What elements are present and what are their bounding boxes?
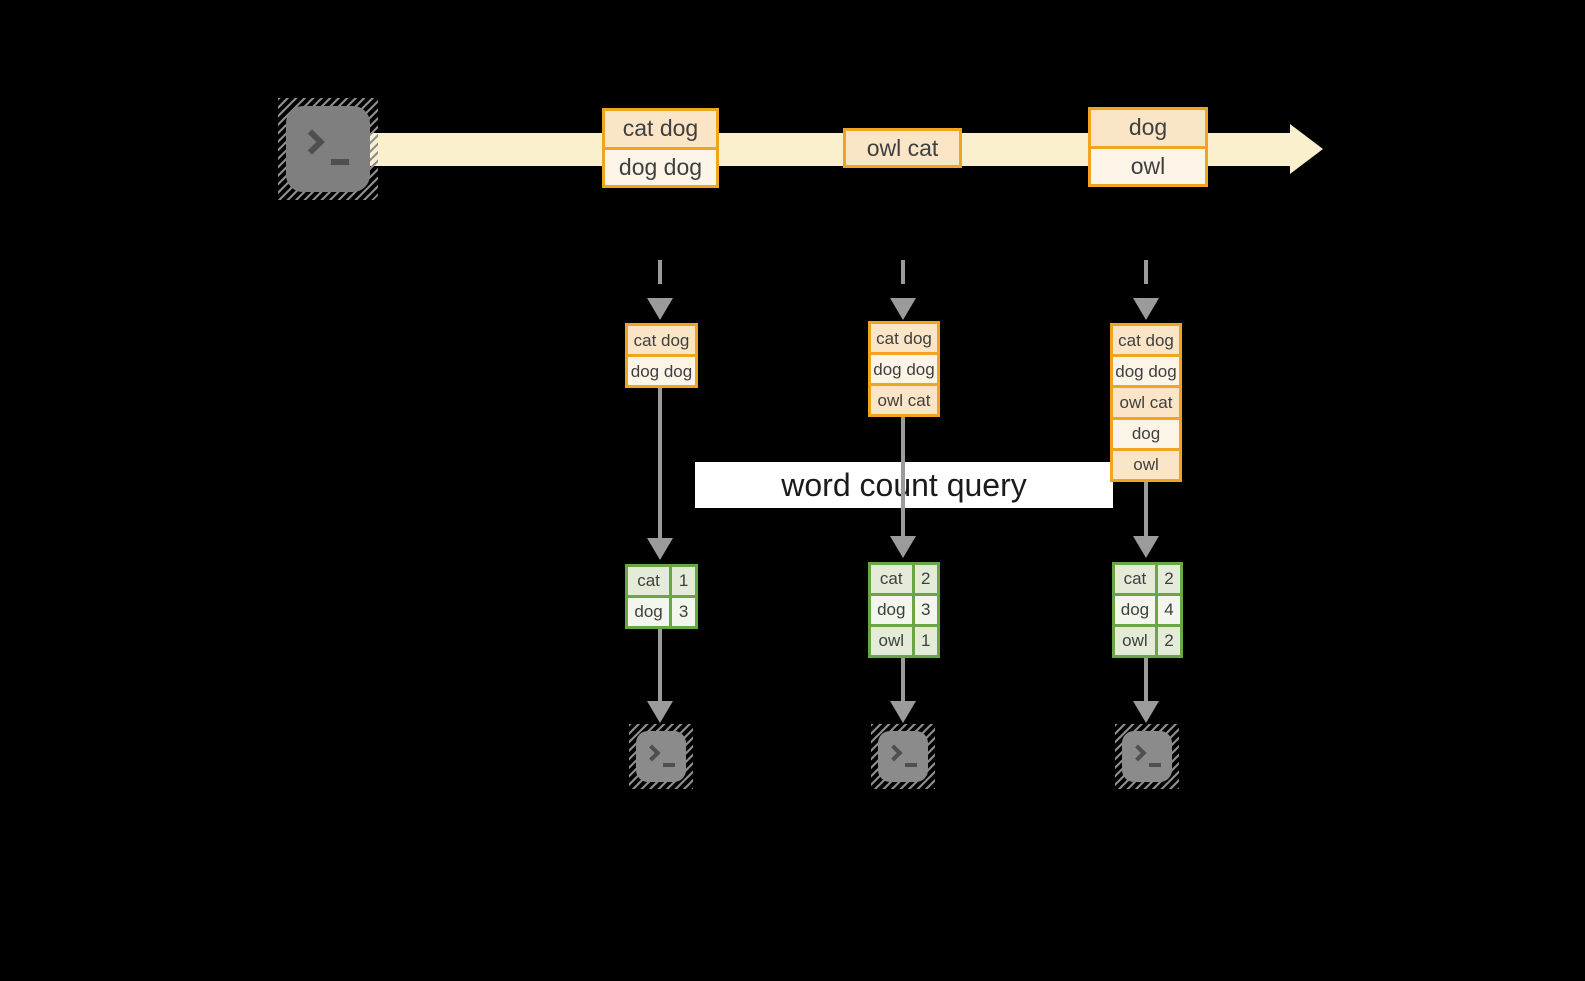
underscore-icon: [663, 763, 675, 767]
stream-event-box-2: owl cat: [843, 128, 962, 168]
down-arrow: [1144, 482, 1148, 536]
down-arrow-head-icon: [890, 536, 916, 558]
stream-event-row: dog: [1091, 110, 1205, 146]
state-row: owl cat: [871, 383, 937, 414]
count-cell: 1: [678, 571, 689, 590]
chevron-right-icon: [643, 744, 661, 762]
table-row: dog 3: [871, 593, 937, 624]
down-arrow-head-icon: [1133, 536, 1159, 558]
count-cell: 3: [678, 602, 689, 621]
down-arrow-head-icon: [647, 538, 673, 560]
stream-event-row: dog dog: [605, 146, 716, 185]
dashed-down-arrow: [1144, 260, 1148, 298]
table-row: owl 2: [1115, 624, 1180, 655]
down-arrow-head-icon: [647, 701, 673, 723]
down-arrow: [901, 658, 905, 701]
stream-event-row: owl: [1091, 145, 1205, 184]
dashed-down-arrow-head-icon: [1133, 298, 1159, 320]
state-row: dog dog: [1113, 354, 1179, 386]
down-arrow-head-icon: [1133, 701, 1159, 723]
word-cell: cat: [871, 565, 915, 593]
terminal-screen: [636, 731, 686, 782]
state-row: cat dog: [628, 326, 695, 354]
terminal-icon: [871, 724, 935, 789]
state-stack-1: cat dog dog dog: [625, 323, 698, 388]
state-row: cat dog: [871, 324, 937, 352]
word-count-table-1: cat 1 dog 3: [625, 564, 698, 629]
table-row: cat 1: [628, 567, 695, 595]
word-cell: owl: [1115, 627, 1158, 655]
dashed-down-arrow: [901, 260, 905, 298]
count-cell: 1: [921, 631, 931, 650]
underscore-icon: [331, 159, 349, 165]
word-cell: cat: [628, 567, 673, 595]
count-cell: 2: [1164, 569, 1174, 588]
dashed-down-arrow-head-icon: [647, 298, 673, 320]
state-row: dog dog: [628, 354, 695, 385]
state-row: dog dog: [871, 352, 937, 383]
dashed-down-arrow-head-icon: [890, 298, 916, 320]
stream-event-box-3: dog owl: [1088, 107, 1208, 187]
count-cell: 4: [1164, 600, 1174, 619]
chevron-right-icon: [299, 129, 325, 155]
state-row: owl cat: [1113, 385, 1179, 417]
count-cell: 3: [921, 600, 931, 619]
dashed-down-arrow: [658, 260, 662, 298]
table-row: dog 4: [1115, 593, 1180, 624]
stream-arrow-head-icon: [1290, 124, 1323, 174]
terminal-icon: [278, 98, 378, 200]
table-row: owl 1: [871, 624, 937, 655]
terminal-screen: [878, 731, 928, 782]
terminal-icon: [629, 724, 693, 789]
word-count-table-2: cat 2 dog 3 owl 1: [868, 562, 940, 658]
count-cell: 2: [1164, 631, 1174, 650]
down-arrow: [658, 388, 662, 538]
chevron-right-icon: [885, 744, 903, 762]
table-row: dog 3: [628, 595, 695, 626]
state-stack-2: cat dog dog dog owl cat: [868, 321, 940, 417]
count-cell: 2: [921, 569, 931, 588]
down-arrow-head-icon: [890, 701, 916, 723]
terminal-screen: [286, 106, 370, 192]
down-arrow: [658, 629, 662, 701]
word-cell: dog: [871, 596, 915, 624]
stream-event-box-1: cat dog dog dog: [602, 108, 719, 188]
table-row: cat 2: [871, 565, 937, 593]
terminal-screen: [1122, 731, 1172, 782]
down-arrow: [901, 417, 905, 536]
down-arrow: [1144, 658, 1148, 701]
underscore-icon: [905, 763, 917, 767]
state-row: owl: [1113, 447, 1179, 480]
state-stack-3: cat dog dog dog owl cat dog owl: [1110, 323, 1182, 482]
word-count-table-3: cat 2 dog 4 owl 2: [1112, 562, 1183, 658]
state-row: cat dog: [1113, 326, 1179, 355]
word-cell: dog: [628, 598, 673, 626]
table-row: cat 2: [1115, 565, 1180, 593]
word-cell: cat: [1115, 565, 1158, 593]
word-cell: dog: [1115, 596, 1158, 624]
stream-event-row: cat dog: [605, 111, 716, 147]
stream-event-row: owl cat: [846, 131, 959, 165]
chevron-right-icon: [1129, 744, 1147, 762]
state-row: dog: [1113, 416, 1179, 448]
word-cell: owl: [871, 627, 915, 655]
underscore-icon: [1149, 763, 1161, 767]
terminal-icon: [1115, 724, 1179, 789]
